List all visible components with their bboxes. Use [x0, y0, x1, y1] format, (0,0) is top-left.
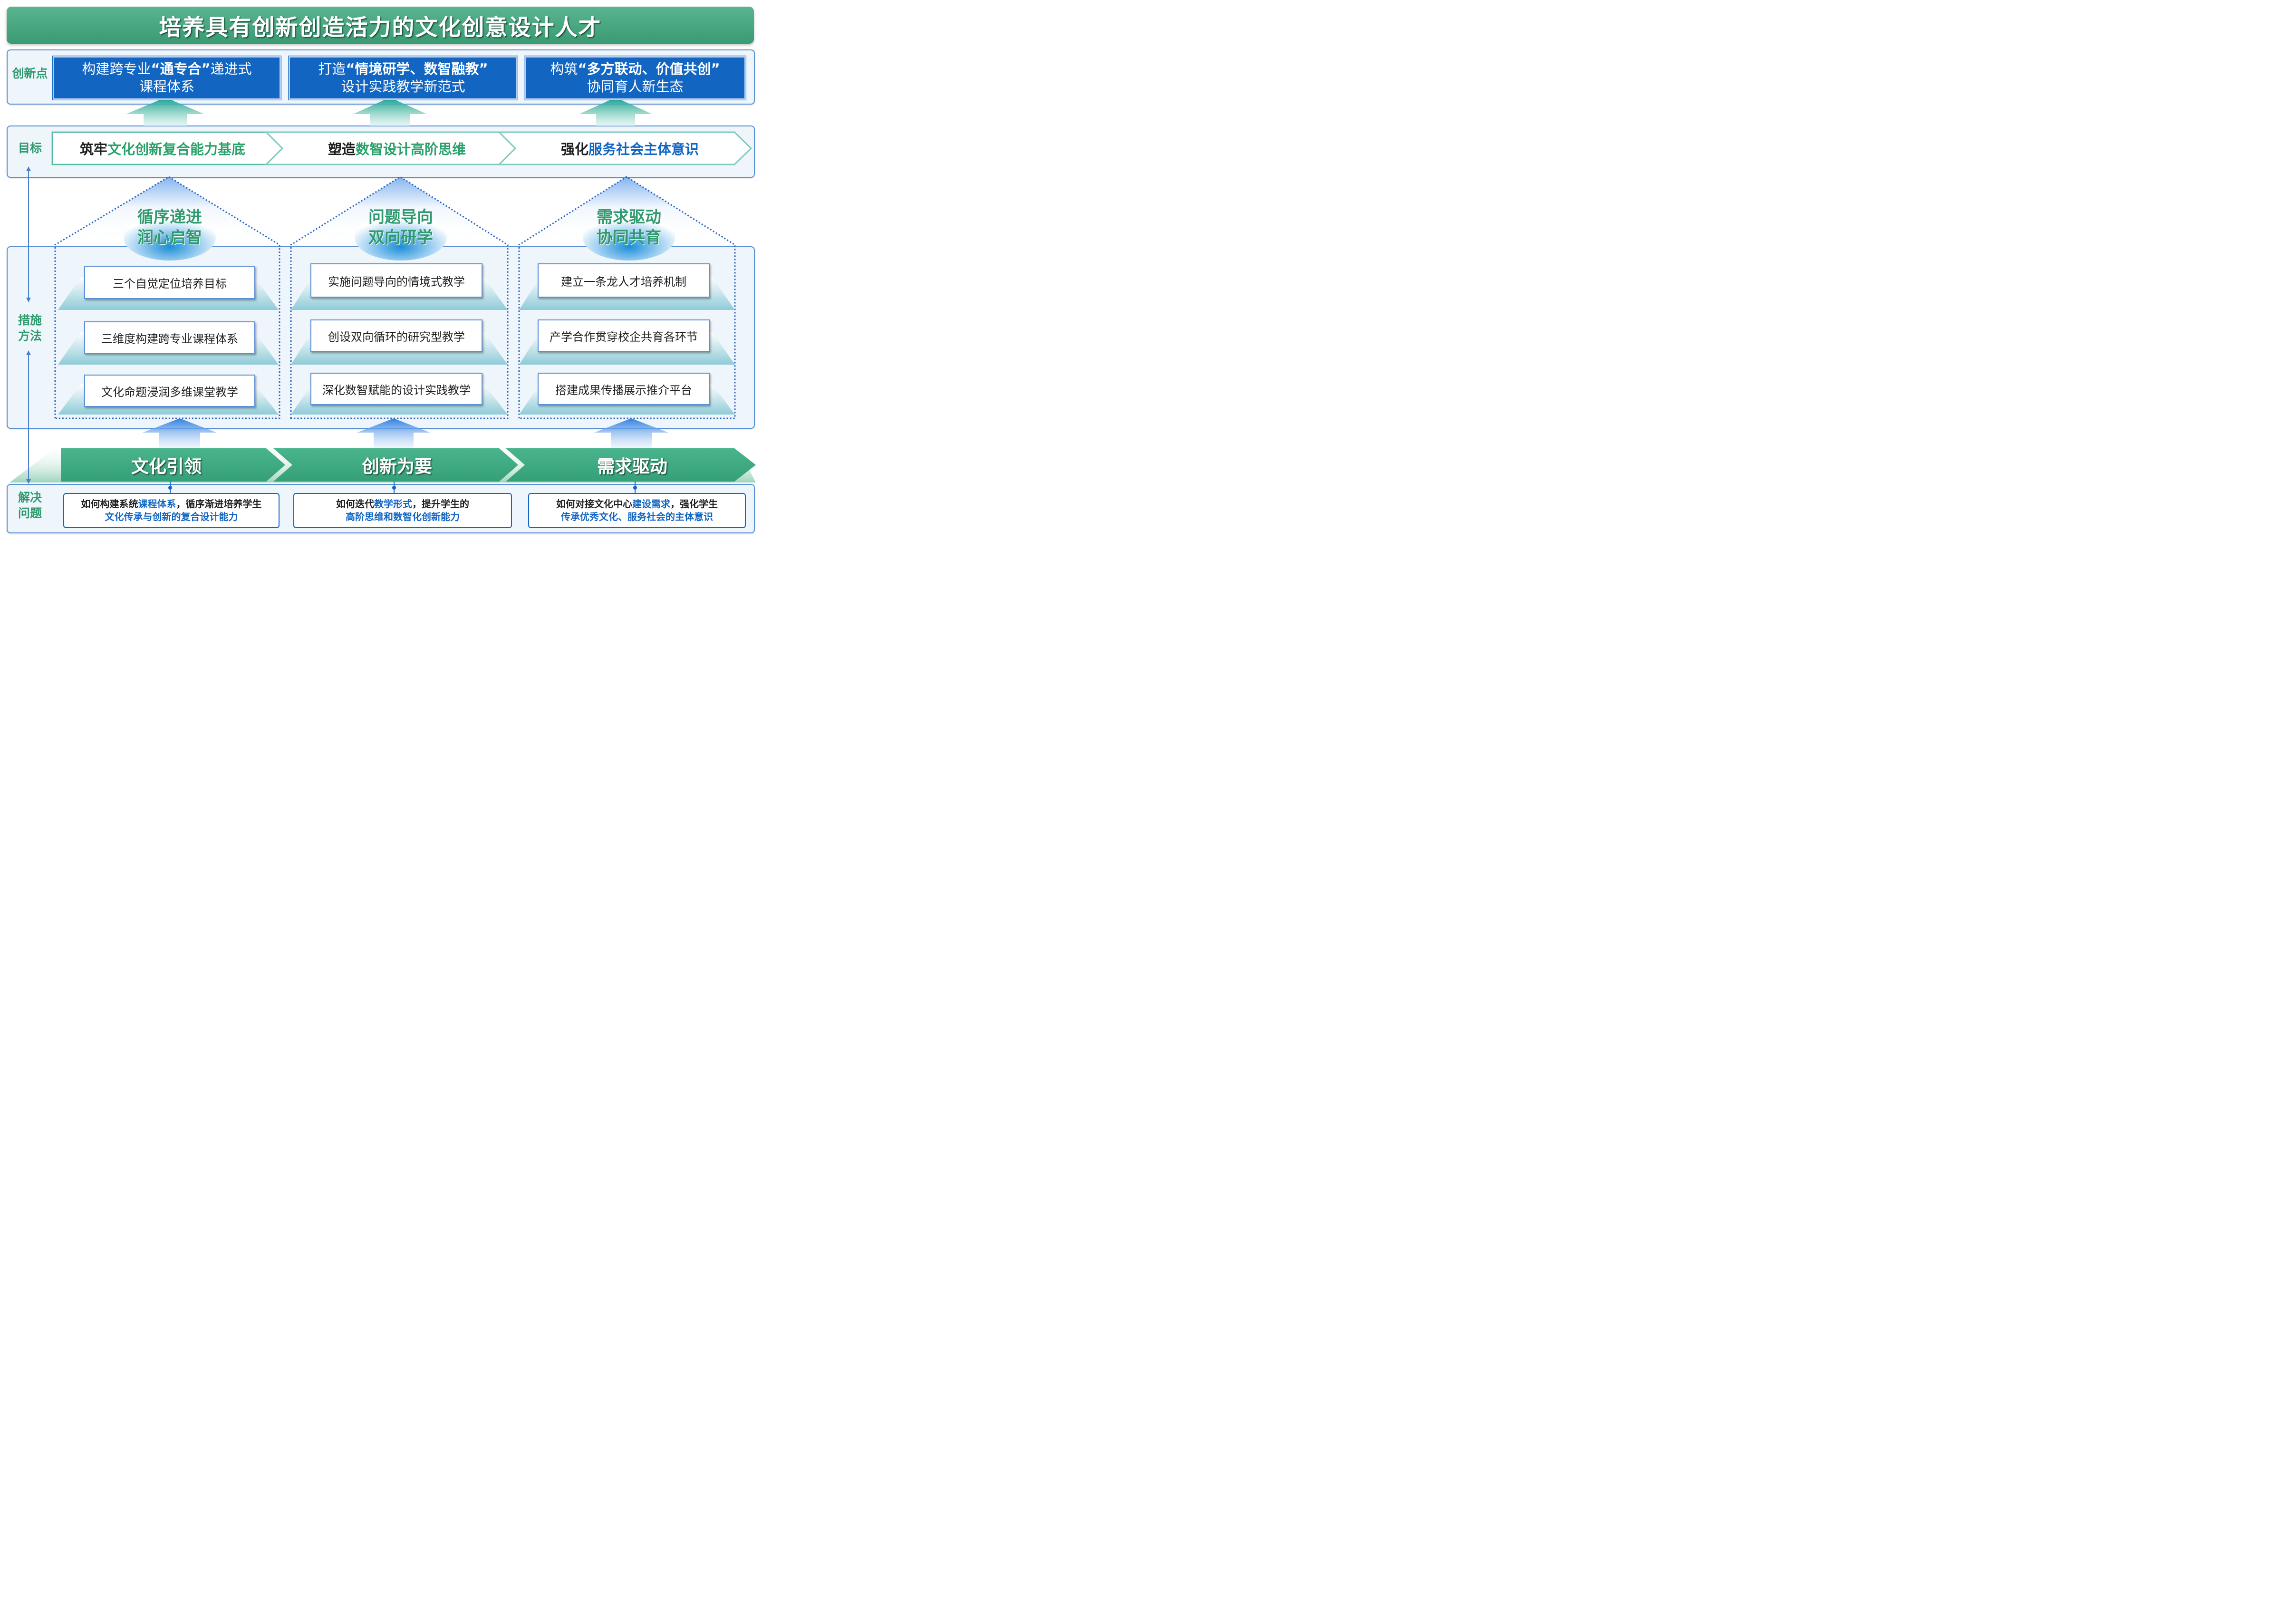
problem-text-line2: 高阶思维和数智化创新能力	[346, 511, 460, 522]
problem-text-line2: 传承优秀文化、服务社会的主体意识	[561, 511, 713, 522]
innovation-highlight: “多方联动、价值共创”	[578, 61, 720, 77]
problem-text: 如何对接文化中心	[556, 498, 632, 510]
title-banner: 培养具有创新创造活力的文化创意设计人才	[7, 7, 754, 44]
goal-highlight: 文化创新复合能力基底	[107, 141, 246, 157]
measure-box: 三维度构建跨专业课程体系	[84, 321, 255, 354]
innovation-highlight: “情境研学、数智融教”	[346, 61, 488, 77]
measure-box: 搭建成果传播展示推介平台	[538, 373, 710, 405]
problem-highlight: 建设需求	[632, 498, 670, 510]
principle-label: 文化引领	[131, 456, 202, 477]
problem-text: ，强化学生	[670, 498, 718, 510]
problem-box-2: 如何迭代教学形式，提升学生的 高阶思维和数智化创新能力	[293, 493, 512, 528]
innovation-text-line2: 设计实践教学新范式	[341, 78, 465, 95]
problem-text: 如何构建系统	[81, 498, 138, 510]
innovation-text: 递进式	[210, 61, 252, 77]
measure-box: 深化数智赋能的设计实践教学	[310, 373, 482, 405]
innovation-text: 构筑	[550, 61, 578, 77]
row-label-measures-line1: 措施	[18, 313, 42, 327]
pillar-roofs	[54, 176, 736, 419]
goal-highlight: 服务社会主体意识	[588, 141, 699, 157]
principle-chevrons	[61, 448, 756, 482]
pillar-title-2: 问题导向 双向研学	[353, 207, 448, 248]
principle-label: 需求驱动	[597, 456, 667, 477]
measure-box: 文化命题浸润多维课堂教学	[84, 375, 255, 407]
pillar-title-3: 需求驱动 协同共育	[581, 207, 676, 248]
pillar-title-line1: 需求驱动	[597, 208, 661, 227]
row-label-problems-line1: 解决	[18, 491, 42, 504]
row-label-innovation: 创新点	[12, 67, 48, 80]
problem-box-1: 如何构建系统课程体系，循序渐进培养学生 文化传承与创新的复合设计能力	[63, 493, 280, 528]
pillar-ellipses	[124, 215, 675, 261]
vertical-arrow-icon	[26, 166, 31, 484]
measure-box: 三个自觉定位培养目标	[84, 266, 255, 299]
pillar-title-line1: 问题导向	[368, 208, 433, 227]
innovation-text: 构建跨专业	[82, 61, 151, 77]
goal-2: 塑造数智设计高阶思维	[290, 133, 504, 164]
problem-box-3: 如何对接文化中心建设需求，强化学生 传承优秀文化、服务社会的主体意识	[528, 493, 746, 528]
measure-box: 产学合作贯穿校企共育各环节	[538, 319, 710, 352]
problem-text: 如何迭代	[336, 498, 374, 510]
goal-chevrons	[51, 131, 752, 165]
innovation-text: 打造	[318, 61, 346, 77]
measure-box: 创设双向循环的研究型教学	[310, 319, 482, 352]
pillar-title-1: 循序递进 润心启智	[122, 207, 217, 248]
problem-text: ，提升学生的	[412, 498, 469, 510]
problem-highlight: 课程体系	[138, 498, 176, 510]
pillar-title-line2: 协同共育	[597, 228, 661, 247]
goal-highlight: 数智设计高阶思维	[356, 141, 466, 157]
innovation-highlight: “通专合”	[151, 61, 211, 77]
up-arrow-icon	[126, 97, 652, 126]
goal-3: 强化服务社会主体意识	[523, 133, 737, 164]
innovation-box-2: 打造“情境研学、数智融教” 设计实践教学新范式	[288, 56, 518, 100]
up-arrow-icon	[143, 418, 668, 449]
row-label-goals: 目标	[18, 141, 42, 155]
innovation-text-line2: 课程体系	[139, 78, 194, 95]
innovation-box-3: 构筑“多方联动、价值共创” 协同育人新生态	[524, 56, 746, 100]
goal-prefix: 筑牢	[79, 141, 107, 157]
pillar-title-line1: 循序递进	[137, 208, 202, 227]
innovation-text-line2: 协同育人新生态	[587, 78, 684, 95]
problem-text-line2: 文化传承与创新的复合设计能力	[105, 511, 238, 522]
innovation-box-1: 构建跨专业“通专合”递进式 课程体系	[52, 56, 281, 100]
principle-label: 创新为要	[362, 456, 432, 477]
row-label-problems-line2: 问题	[18, 506, 42, 520]
row-label-measures-line2: 方法	[18, 329, 42, 343]
page-title: 培养具有创新创造活力的文化创意设计人才	[159, 14, 602, 41]
pillar-title-line2: 润心启智	[137, 228, 202, 247]
problem-highlight: 教学形式	[374, 498, 412, 510]
pillar-title-line2: 双向研学	[368, 228, 433, 247]
row-label-problems: 解决 问题	[9, 490, 51, 521]
measure-box: 建立一条龙人才培养机制	[538, 263, 710, 298]
problem-text: ，循序渐进培养学生	[176, 498, 262, 510]
row-label-measures: 措施 方法	[9, 312, 51, 344]
goal-1: 筑牢文化创新复合能力基底	[53, 133, 272, 164]
measure-box: 实施问题导向的情境式教学	[310, 263, 482, 298]
connector-lines	[168, 482, 637, 493]
goal-prefix: 塑造	[328, 141, 356, 157]
goal-prefix: 强化	[560, 141, 588, 157]
